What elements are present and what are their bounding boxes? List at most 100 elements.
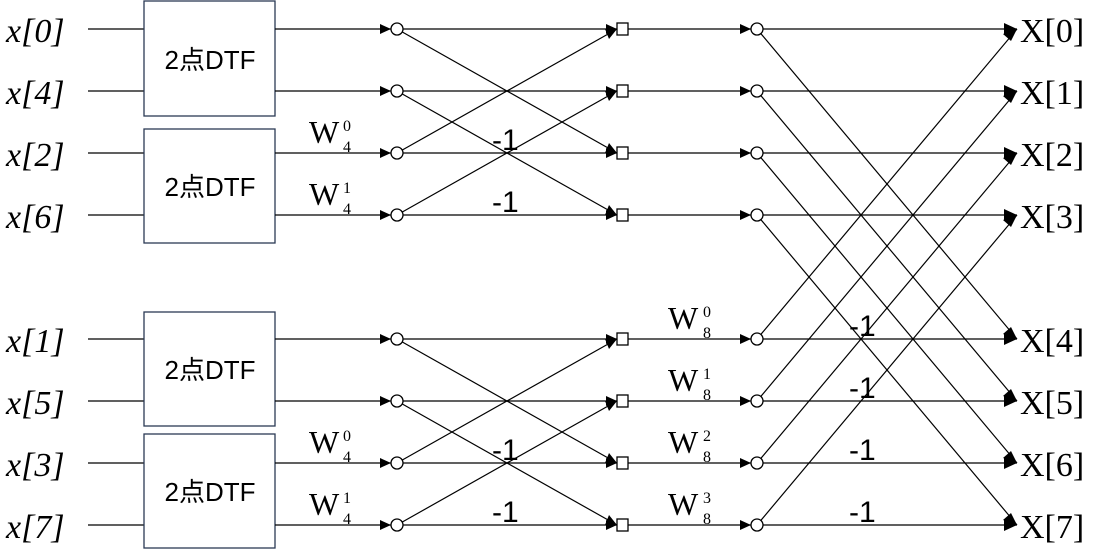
input-label: x[3] xyxy=(5,447,65,484)
twiddle-sub: 8 xyxy=(703,449,711,466)
node-circle xyxy=(750,456,764,470)
arrow xyxy=(605,29,617,39)
arrow xyxy=(605,91,617,101)
twiddle-base: W xyxy=(309,114,340,150)
twiddle-factor: W 0 4 xyxy=(309,424,351,466)
arrow xyxy=(1004,23,1017,35)
dft-box xyxy=(143,0,276,117)
dft-boxes: 2点DTF 2点DTF 2点DTF 2点DTF xyxy=(143,0,276,549)
twiddle-sub: 8 xyxy=(703,511,711,528)
input-label: x[5] xyxy=(5,385,65,422)
twiddle-base: W xyxy=(668,300,699,336)
input-label: x[7] xyxy=(5,509,65,546)
stage1-twiddle-labels: W 0 4 W 1 4 W 0 4 W 1 4 xyxy=(309,114,351,528)
dft-box-label: 2点DTF xyxy=(164,45,255,75)
twiddle-base: W xyxy=(309,424,340,460)
node-circle xyxy=(390,22,404,36)
arrow xyxy=(1003,91,1017,103)
twiddle-sup: 0 xyxy=(703,304,711,321)
stage2-input-arrows xyxy=(740,24,751,530)
twiddle-factor: W 1 4 xyxy=(309,486,351,528)
minus-one-label: -1 xyxy=(492,124,519,157)
twiddle-base: W xyxy=(668,486,699,522)
arrow xyxy=(740,86,751,96)
twiddle-base: W xyxy=(309,486,340,522)
twiddle-sup: 3 xyxy=(703,490,711,507)
arrow xyxy=(1003,513,1017,525)
node-circle xyxy=(390,332,404,346)
twiddle-sub: 8 xyxy=(703,325,711,342)
arrow xyxy=(1004,333,1017,345)
minus-one-labels: -1 -1 -1 -1 -1 -1 -1 -1 xyxy=(492,124,876,529)
twiddle-sub: 8 xyxy=(703,387,711,404)
stage1-input-lines xyxy=(275,28,391,526)
arrow xyxy=(740,458,751,468)
output-label: X[3] xyxy=(1020,199,1084,236)
node-circle xyxy=(750,394,764,408)
stage1-input-arrows xyxy=(380,24,391,530)
stage2-arrows xyxy=(1003,23,1017,531)
dft-box xyxy=(143,128,276,244)
output-label: X[2] xyxy=(1020,137,1084,174)
arrow xyxy=(380,148,391,158)
arrow xyxy=(740,24,751,34)
twiddle-base: W xyxy=(668,424,699,460)
twiddle-sup: 0 xyxy=(343,118,351,135)
arrow xyxy=(1004,209,1017,221)
node-square xyxy=(616,146,629,160)
arrow xyxy=(1003,389,1017,401)
input-label: x[1] xyxy=(5,323,65,360)
twiddle-factor: W 1 8 xyxy=(668,362,711,404)
wire xyxy=(396,28,618,154)
arrow xyxy=(1003,327,1017,339)
arrow xyxy=(380,86,391,96)
twiddle-factor: W 3 8 xyxy=(668,486,711,528)
arrow xyxy=(1004,395,1017,407)
output-labels: X[0] X[1] X[2] X[3] X[4] X[5] X[6] X[7] xyxy=(1020,13,1084,546)
node-circle xyxy=(750,518,764,532)
twiddle-sup: 1 xyxy=(343,180,351,197)
stage2-input-lines xyxy=(628,28,751,526)
output-label: X[6] xyxy=(1020,447,1084,484)
arrow xyxy=(1003,451,1017,463)
arrow xyxy=(605,453,617,463)
wire xyxy=(396,400,618,526)
twiddle-sub: 4 xyxy=(343,139,351,156)
input-label: x[6] xyxy=(5,199,65,236)
twiddle-base: W xyxy=(668,362,699,398)
stage1-sum-nodes xyxy=(616,22,629,532)
wire xyxy=(756,214,1018,526)
twiddle-factor: W 0 8 xyxy=(668,300,711,342)
dft-box-label: 2点DTF xyxy=(164,477,255,507)
output-label: X[1] xyxy=(1020,75,1084,112)
dft-box-label: 2点DTF xyxy=(164,172,255,202)
node-square xyxy=(616,456,629,470)
node-circle xyxy=(750,208,764,222)
arrow xyxy=(1003,29,1017,41)
output-label: X[7] xyxy=(1020,509,1084,546)
node-circle xyxy=(750,146,764,160)
arrow xyxy=(1003,153,1017,165)
twiddle-sup: 0 xyxy=(343,428,351,445)
dft-box xyxy=(143,433,276,549)
minus-one-label: -1 xyxy=(492,434,519,467)
input-label: x[4] xyxy=(5,75,65,112)
minus-one-label: -1 xyxy=(492,496,519,529)
twiddle-sup: 2 xyxy=(703,428,711,445)
twiddle-sup: 1 xyxy=(343,490,351,507)
arrow xyxy=(605,401,617,411)
node-circle xyxy=(390,84,404,98)
input-labels: x[0] x[4] x[2] x[6] x[1] x[5] x[3] x[7] xyxy=(5,13,65,546)
stage1-nodes xyxy=(390,22,404,532)
node-circle xyxy=(390,456,404,470)
node-circle xyxy=(390,146,404,160)
arrow xyxy=(740,396,751,406)
node-square xyxy=(616,208,629,222)
input-lines xyxy=(88,28,144,526)
dft-box-label: 2点DTF xyxy=(164,355,255,385)
minus-one-label: -1 xyxy=(849,310,876,343)
node-circle xyxy=(750,332,764,346)
stage2-butterflies xyxy=(756,28,1018,526)
node-square xyxy=(616,84,629,98)
